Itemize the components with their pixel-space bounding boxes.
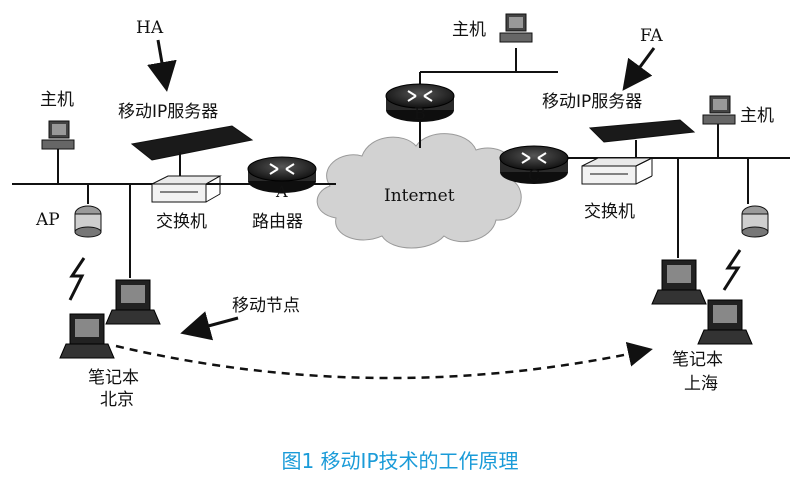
laptop-icon	[651, 158, 707, 305]
internet-cloud	[316, 133, 522, 249]
internet-label: Internet	[384, 186, 455, 206]
wireless-signal-icon	[68, 257, 86, 301]
computer-icon	[41, 120, 75, 184]
laptop-beijing-label-line2: 北京	[100, 390, 134, 410]
server-icon	[130, 125, 254, 176]
laptop-shanghai-label-line1: 笔记本	[672, 350, 723, 370]
computer-icon	[499, 13, 533, 43]
mobile-ip-server-left-label: 移动IP服务器	[118, 102, 219, 122]
wireless-signal-icon	[722, 249, 742, 291]
fa-label: FA	[640, 26, 663, 46]
laptop-icon	[105, 184, 161, 325]
host-right-label: 主机	[740, 106, 774, 126]
router-icon	[247, 156, 336, 193]
laptop-icon	[697, 299, 753, 345]
switch-right-label: 交换机	[584, 202, 635, 222]
router-c-label: C	[528, 166, 541, 185]
laptop-beijing-label-line1: 笔记本	[88, 368, 139, 388]
router-a-label: A	[276, 182, 288, 201]
figure-caption: 图1 移动IP技术的工作原理	[281, 449, 519, 473]
access-point-icon	[741, 158, 769, 238]
computer-icon	[702, 95, 736, 158]
router-icon	[385, 83, 455, 148]
switch-left-label: 交换机	[156, 212, 207, 232]
switch-icon	[151, 175, 222, 203]
router-b-label: B	[414, 104, 426, 123]
ap-label: AP	[36, 210, 60, 230]
host-left-label: 主机	[40, 90, 74, 110]
switch-icon	[581, 157, 653, 185]
mobile-ip-server-right-label: 移动IP服务器	[542, 92, 643, 112]
router-icon	[499, 145, 569, 184]
router-label: 路由器	[252, 212, 303, 232]
ha-pointer-arrow	[147, 39, 177, 92]
laptop-icon	[59, 313, 115, 359]
fa-pointer-arrow	[622, 47, 656, 91]
host-top-label: 主机	[452, 20, 486, 40]
server-icon	[588, 119, 696, 158]
ha-label: HA	[136, 18, 164, 38]
movement-path-arrow	[115, 342, 653, 380]
access-point-icon	[74, 184, 102, 238]
mobile-node-label: 移动节点	[232, 296, 300, 316]
laptop-shanghai-label-line2: 上海	[684, 374, 718, 394]
mobile-node-pointer-arrow	[180, 311, 239, 341]
